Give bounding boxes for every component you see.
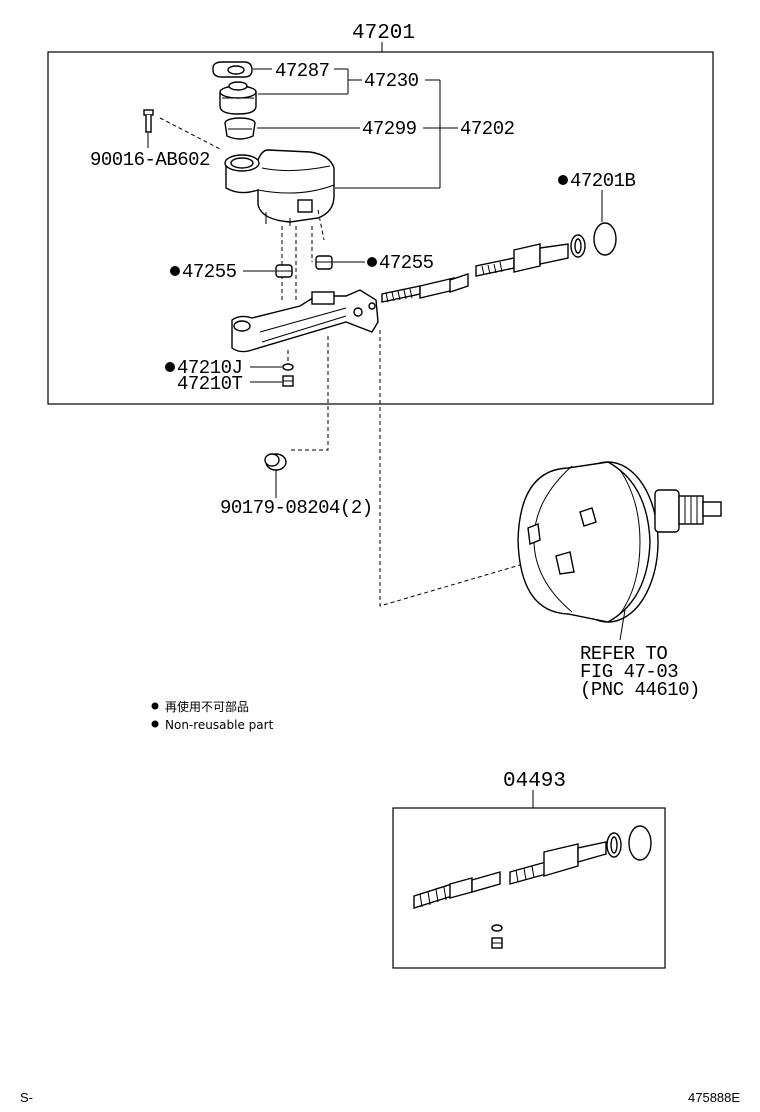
footer-left: S- [20, 1090, 33, 1105]
callout-47255-right: 47255 [379, 252, 434, 274]
kit-seal-ring-part[interactable] [628, 825, 652, 861]
dash-screw [159, 117, 223, 151]
callout-90179: 90179-08204(2) [220, 497, 373, 519]
kit-primary-piston-part[interactable] [413, 871, 501, 909]
dash-booster [379, 330, 521, 607]
non-reusable-dot-47255-left [170, 266, 180, 276]
non-reusable-dot-47201b [558, 175, 568, 185]
callout-47230: 47230 [364, 70, 419, 92]
dash-nut [290, 336, 329, 451]
screw-part[interactable] [143, 109, 154, 133]
callout-47210t: 47210T [177, 373, 243, 395]
assembly-number: 47201 [352, 22, 415, 45]
nut-90179-part[interactable] [264, 453, 287, 471]
kit-secondary-piston-part[interactable] [509, 841, 607, 885]
non-reusable-dot-47255-right [367, 257, 377, 267]
legend-dot-jp [151, 702, 159, 710]
callout-47287: 47287 [275, 60, 330, 82]
grommet-left-part[interactable] [275, 264, 293, 278]
callout-47299: 47299 [362, 118, 417, 140]
primary-piston-spring-part[interactable] [381, 273, 469, 303]
secondary-piston-part[interactable] [475, 243, 569, 277]
kit-gasket-part[interactable] [491, 924, 503, 932]
footer-right: 475888E [688, 1090, 740, 1105]
callout-47210j: 47210J [177, 357, 242, 379]
refer-line-2: FIG 47-03 [580, 661, 678, 683]
reservoir-cap-part[interactable] [219, 81, 257, 115]
master-cylinder-body-part[interactable] [231, 289, 379, 353]
reservoir-tank-part[interactable] [224, 149, 335, 226]
seal-ring-part[interactable] [593, 222, 617, 256]
callout-47202: 47202 [460, 118, 515, 140]
callout-90016: 90016-AB602 [90, 149, 210, 171]
strainer-part[interactable] [224, 117, 256, 140]
bolt-47210t-part[interactable] [282, 375, 294, 387]
non-reusable-dot-47210j [165, 362, 175, 372]
grommet-right-part[interactable] [315, 255, 333, 270]
callout-47201b: 47201B [570, 170, 636, 192]
gasket-47210j-part[interactable] [282, 363, 294, 371]
kit-number: 04493 [503, 770, 566, 793]
legend-dot-en [151, 720, 159, 728]
cap-gasket-part[interactable] [212, 61, 253, 78]
snap-ring-part[interactable] [570, 234, 586, 258]
kit-snap-ring-part[interactable] [606, 832, 622, 858]
legend-jp: 再使用不可部品 [165, 699, 249, 714]
dash-tank-right-b [317, 209, 325, 241]
callout-47255-left: 47255 [182, 261, 237, 283]
brake-booster-part[interactable] [517, 461, 722, 623]
kit-frame [392, 807, 666, 969]
kit-bolt-part[interactable] [491, 937, 503, 949]
legend-en: Non-reusable part [165, 718, 274, 732]
refer-line-1: REFER TO [580, 643, 667, 665]
leader-refer [619, 609, 626, 641]
refer-line-3: (PNC 44610) [580, 679, 700, 701]
